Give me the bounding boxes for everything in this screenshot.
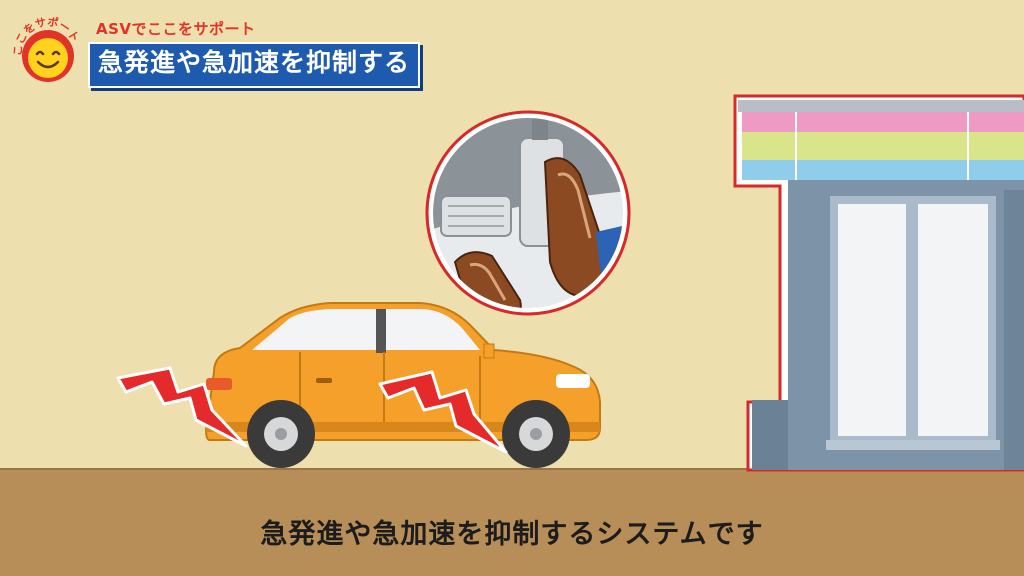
convenience-store-illustration: [733, 94, 1024, 472]
orange-car-illustration: [204, 302, 601, 468]
pedal-closeup-illustration: [425, 110, 631, 316]
smiley-face-icon: ここをサポート: [11, 14, 82, 82]
title-bar: [88, 42, 420, 88]
page-title: 急発進や急加速を抑制する: [98, 48, 411, 77]
subtitle-caption: 急発進や急加速を抑制するシステムです: [260, 519, 764, 550]
header: ここをサポート ASVでここをサポート 急発進や急加速を抑制する: [0, 0, 1024, 110]
lightning-bolt-icon: [116, 366, 508, 454]
ground: [0, 468, 1024, 576]
support-label: ASVでここをサポート: [96, 20, 256, 38]
